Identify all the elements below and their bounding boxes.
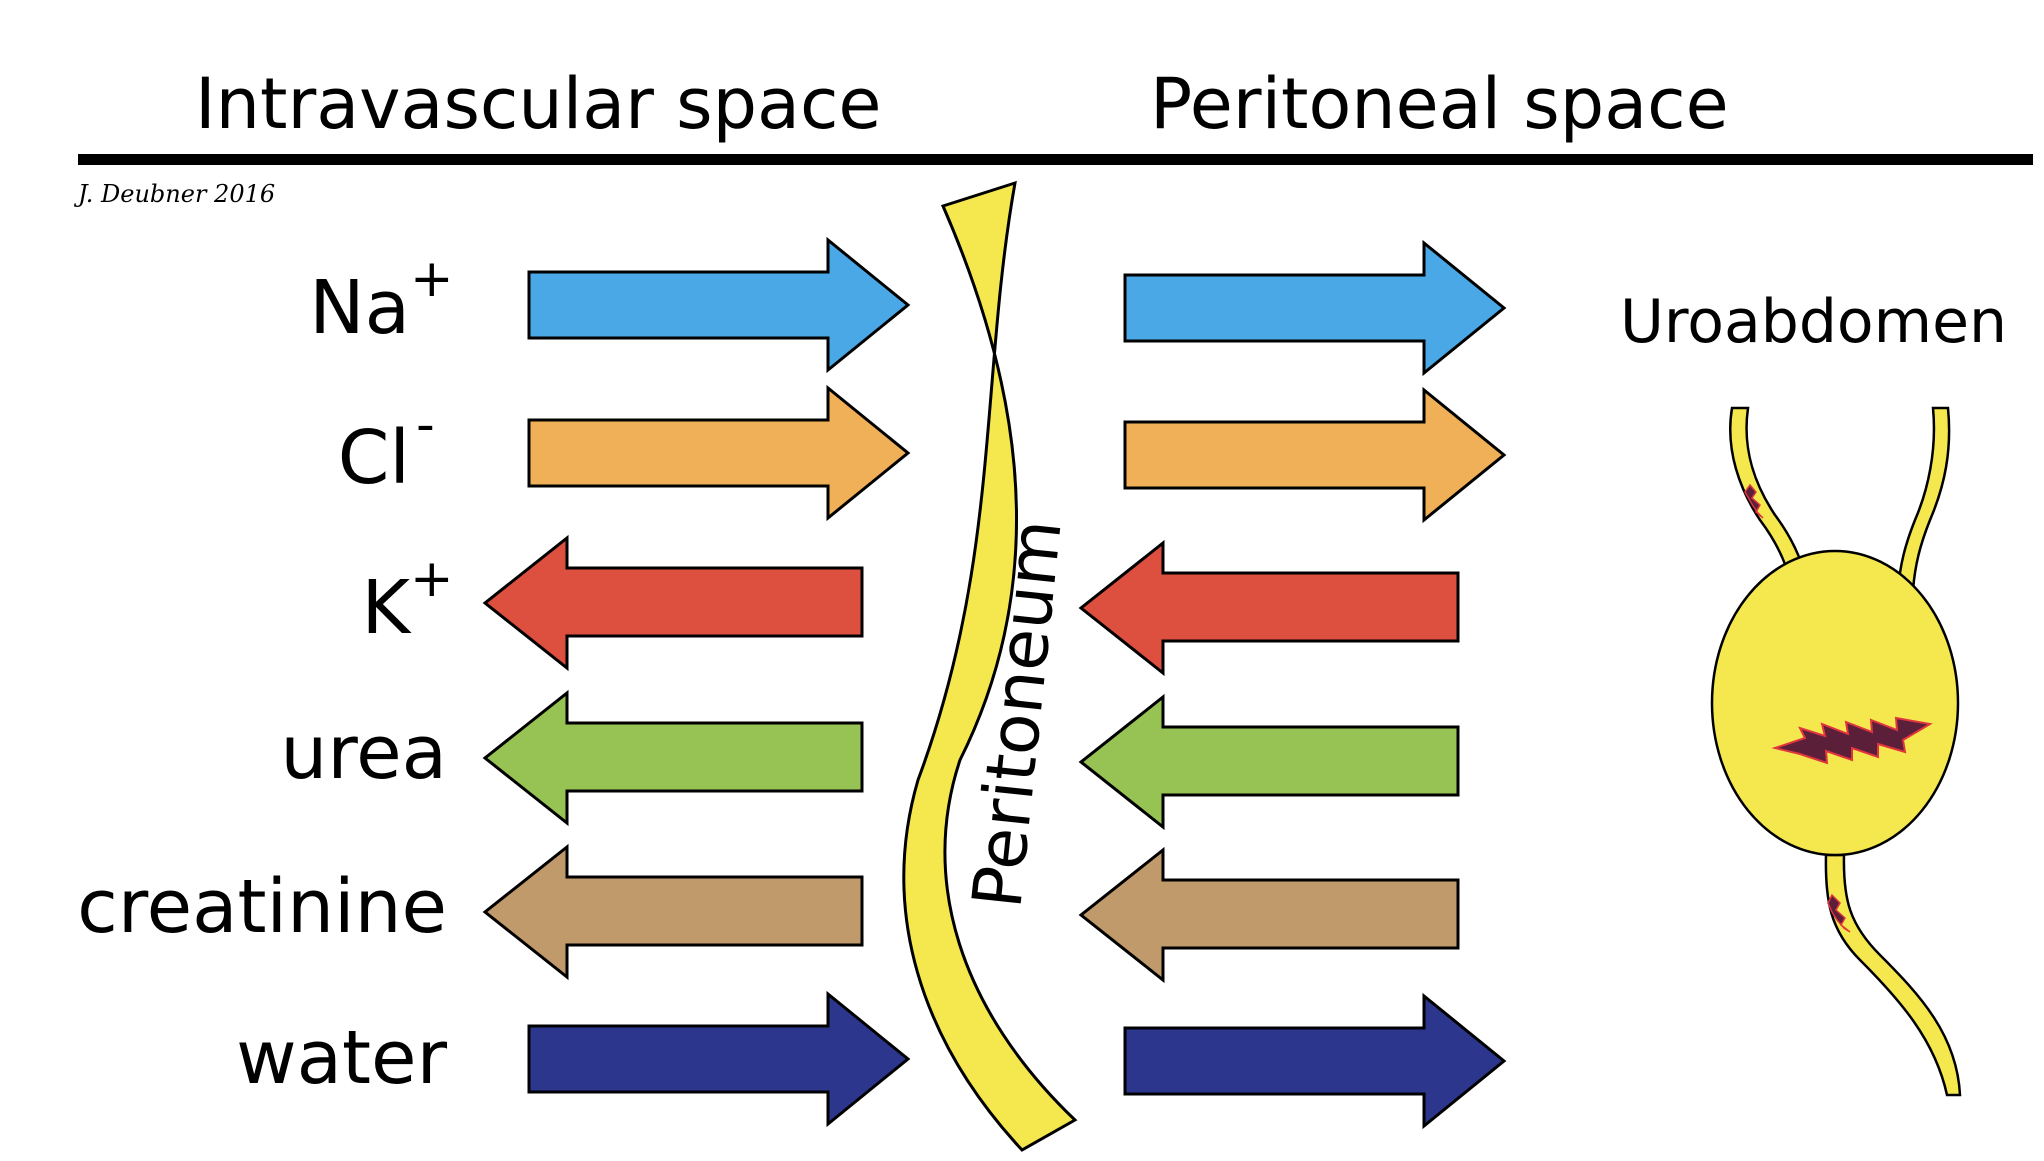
author-credit: J. Deubner 2016 — [73, 180, 275, 208]
peritoneum-membrane — [902, 180, 1078, 1152]
arrow-chloride-right — [1123, 386, 1507, 524]
label-urea: urea — [280, 710, 447, 796]
ruptured-bladder-illustration — [1710, 406, 1962, 1097]
arrow-chloride-left — [527, 384, 911, 522]
arrow-urea-left — [482, 689, 864, 827]
urethra-tear-icon — [1827, 893, 1851, 933]
arrow-creatinine-right — [1078, 846, 1460, 984]
label-creatinine: creatinine — [77, 864, 447, 950]
right-ureter — [1896, 406, 1951, 592]
arrow-potassium-left — [482, 534, 864, 672]
arrow-water-left — [527, 990, 911, 1128]
arrow-sodium-left — [527, 236, 911, 374]
arrow-creatinine-left — [482, 843, 864, 981]
solute-labels: Na + Cl - K + urea creatinine water — [77, 249, 453, 1101]
peritoneal-space-title: Peritoneal space — [1150, 63, 1729, 145]
bladder — [1710, 549, 1960, 857]
bladder-rupture-icon — [1771, 716, 1933, 765]
arrow-urea-right — [1078, 693, 1460, 831]
label-potassium-charge: + — [410, 549, 454, 609]
arrow-potassium-right — [1078, 539, 1460, 677]
urethra — [1824, 853, 1962, 1097]
arrow-water-right — [1123, 992, 1507, 1130]
ureter-tear-icon — [1744, 483, 1764, 519]
left-ureter — [1729, 406, 1808, 582]
arrow-sodium-right — [1123, 239, 1507, 377]
label-potassium: K — [361, 565, 412, 651]
label-sodium-charge: + — [410, 249, 454, 309]
intravascular-space-title: Intravascular space — [195, 63, 882, 145]
label-chloride-charge: - — [416, 395, 435, 455]
label-water: water — [236, 1015, 447, 1101]
arrows-right-column — [1078, 239, 1507, 1130]
label-sodium: Na — [309, 265, 410, 351]
uroabdomen-label: Uroabdomen — [1620, 287, 2007, 357]
arrows-left-column — [482, 236, 911, 1128]
header-divider — [78, 154, 2033, 165]
label-chloride: Cl — [338, 415, 410, 501]
